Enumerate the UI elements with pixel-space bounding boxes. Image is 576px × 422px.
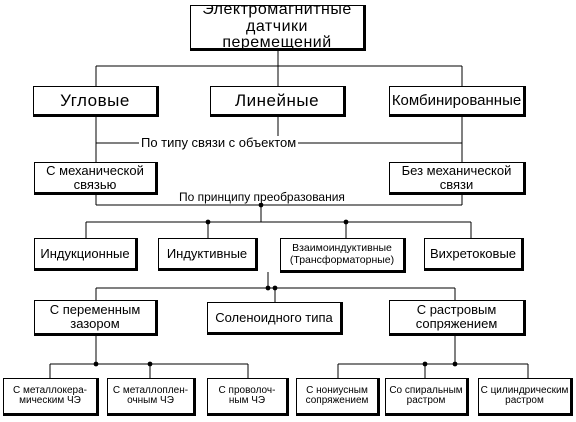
- node-spiral-raster: Со спиральным растром: [385, 378, 469, 416]
- node-mutual-inductive: Взаимоиндуктивные (Трансформаторные): [280, 238, 406, 273]
- node-metal-film-element: С металлоплен- очным ЧЭ: [107, 378, 196, 416]
- caption-conversion-principle: По принципу преобразования: [177, 190, 347, 204]
- node-mechanical-coupling: С механической связью: [34, 162, 158, 195]
- node-eddy-current: Вихретоковые: [424, 238, 524, 271]
- root-node-electromagnetic-sensors: Электромагнитные датчики перемещений: [190, 5, 366, 51]
- node-combined: Комбинированные: [389, 86, 526, 117]
- node-induction: Индукционные: [34, 238, 138, 271]
- node-wire-element: С проволоч- ным ЧЭ: [207, 378, 289, 416]
- node-variable-gap: С переменным зазором: [34, 300, 158, 336]
- node-linear: Линейные: [210, 86, 346, 117]
- node-angular: Угловые: [33, 86, 159, 117]
- node-inductive: Индуктивные: [158, 238, 258, 271]
- caption-coupling-type: По типу связи с объектом: [139, 135, 299, 150]
- node-nonius-coupling: С нониусным сопряжением: [296, 378, 380, 416]
- node-no-mechanical-coupling: Без механической связи: [389, 162, 526, 195]
- node-raster-coupling: С растровым сопряжением: [389, 300, 526, 336]
- node-metal-ceramic-element: С металлокера- мическим ЧЭ: [3, 378, 99, 416]
- node-solenoid-type: Соленоидного типа: [207, 302, 343, 335]
- node-cylindrical-raster: С цилиндрическим растром: [478, 378, 573, 416]
